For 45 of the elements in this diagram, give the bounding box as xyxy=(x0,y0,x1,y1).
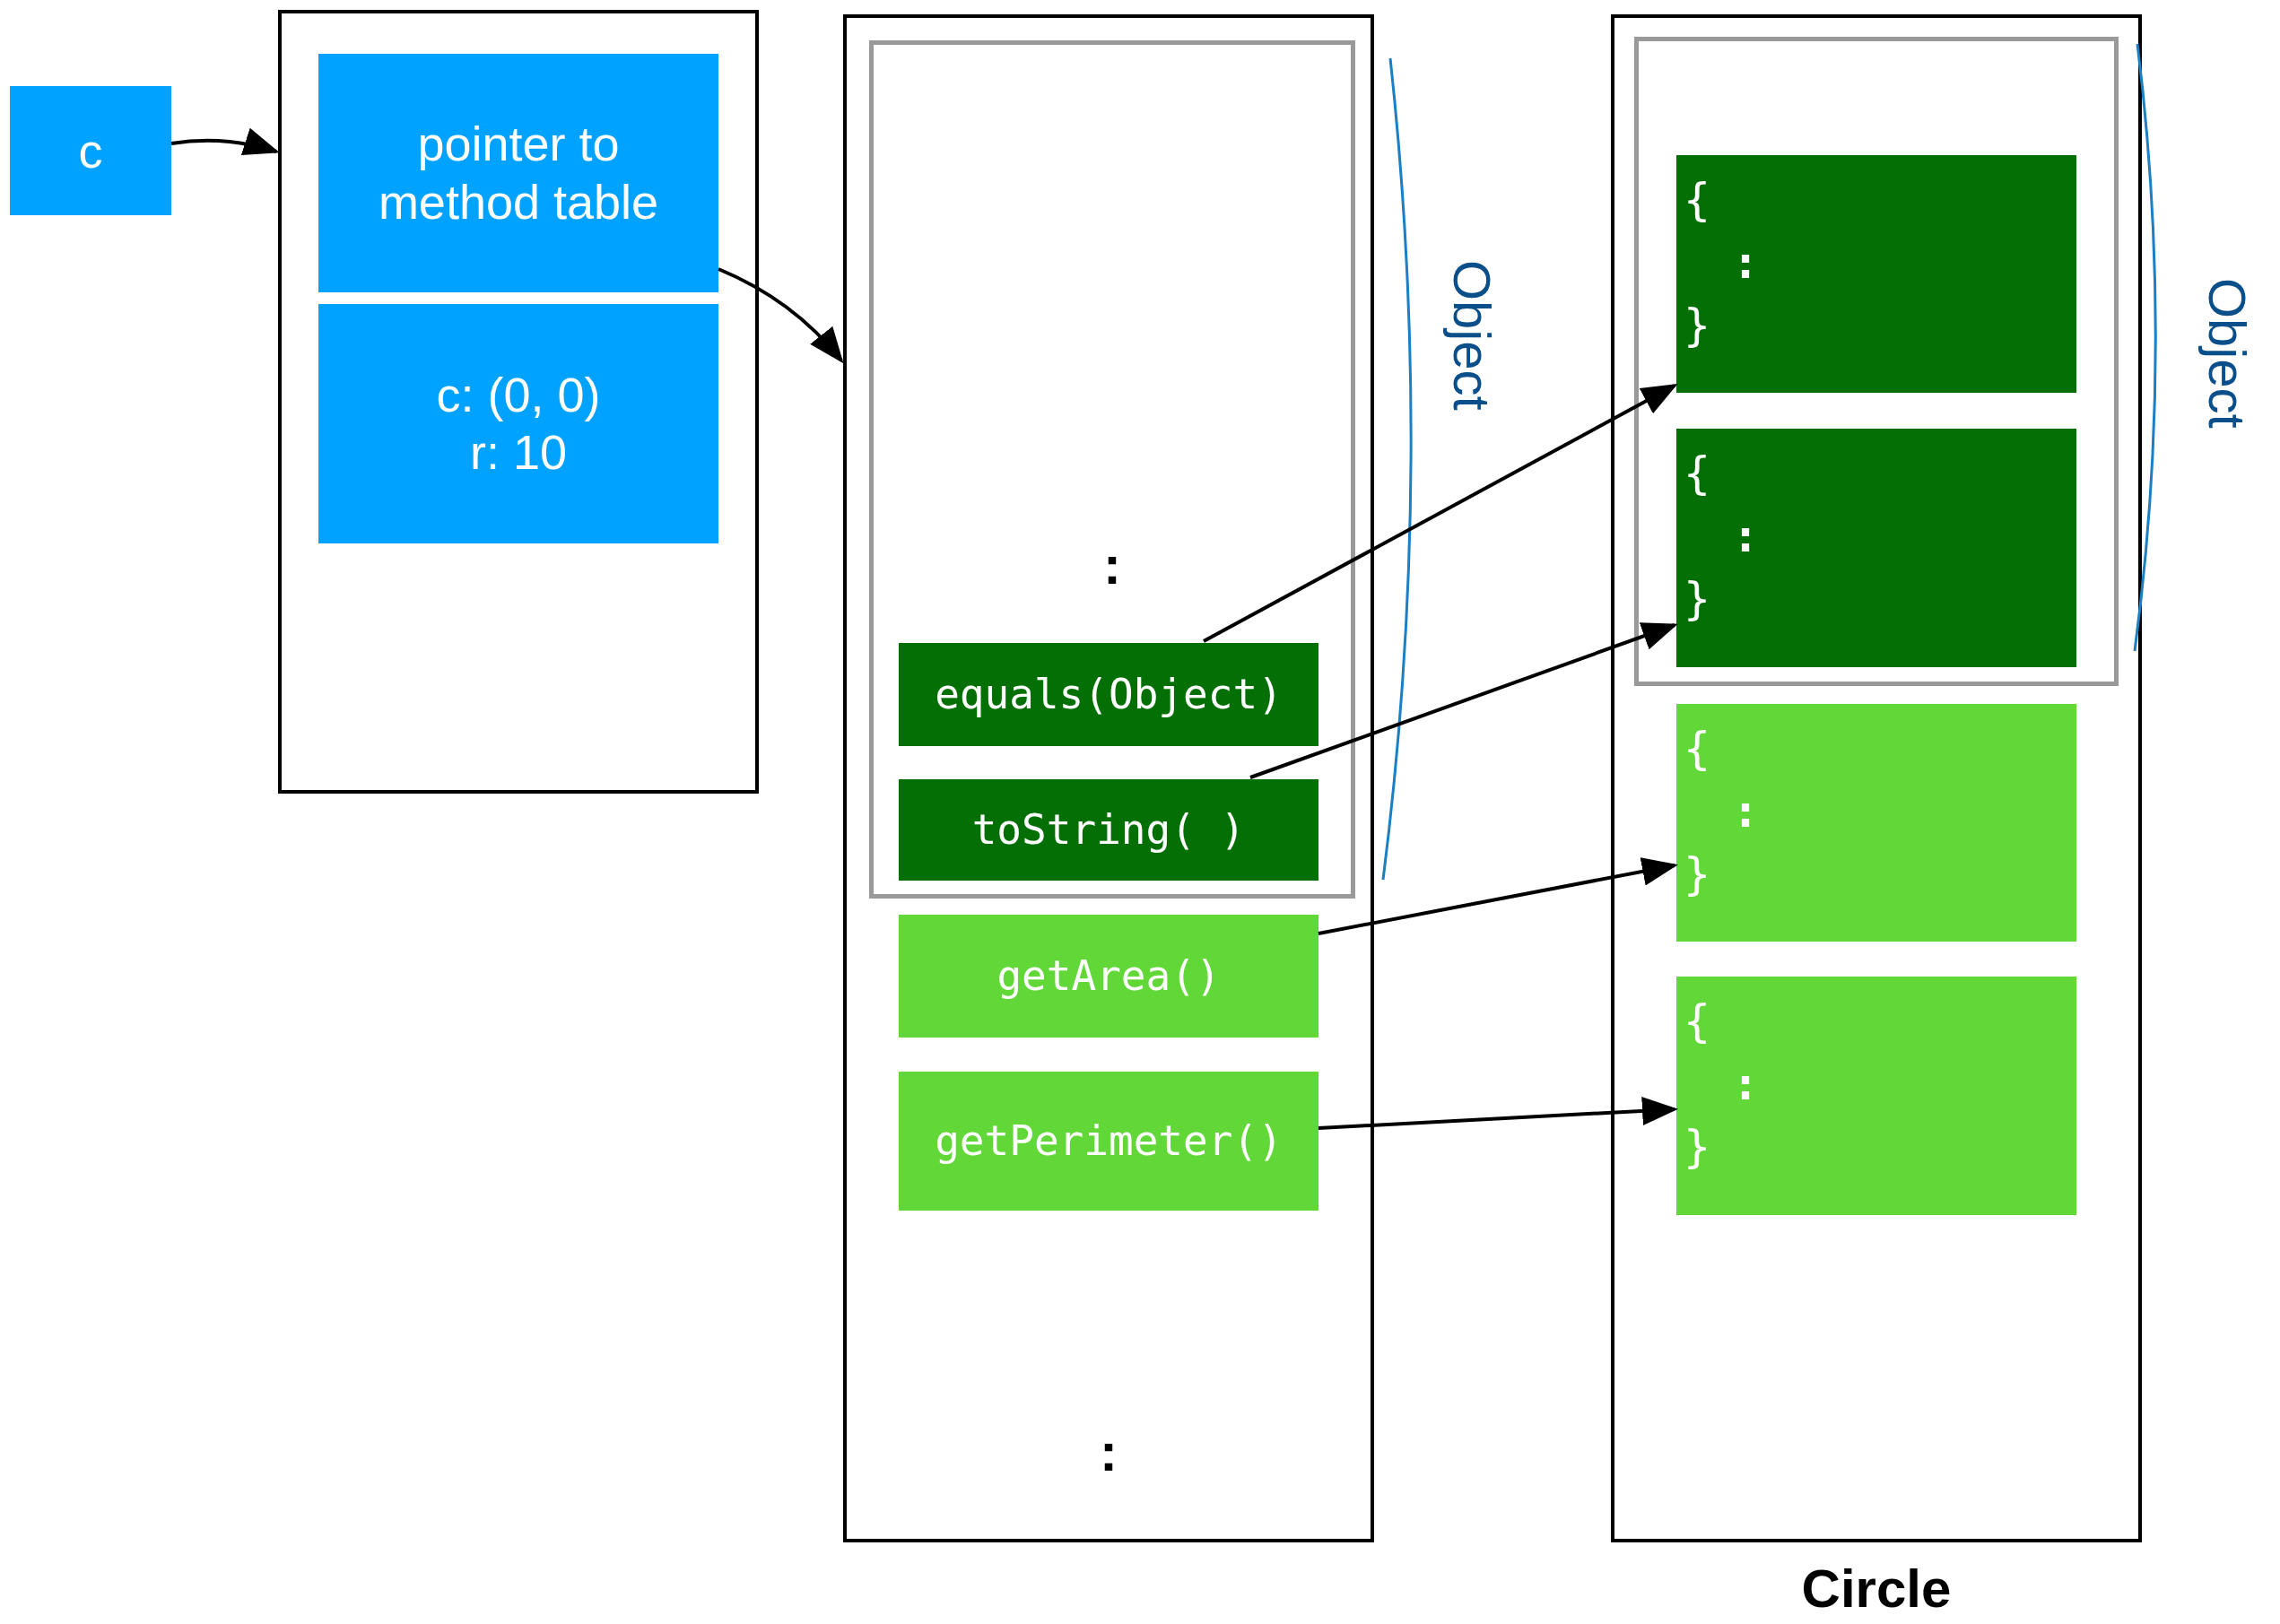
code-block xyxy=(1676,977,2076,1215)
ellipsis: c xyxy=(77,122,104,179)
code-brace: } xyxy=(1684,299,1711,352)
method-entry xyxy=(899,1072,1318,1211)
arrow xyxy=(718,267,844,364)
box-label: c: (0, 0) r: 10 xyxy=(435,366,602,482)
code-brace: { xyxy=(1684,447,1711,500)
ellipsis: : xyxy=(1732,785,1760,838)
code-brace: { xyxy=(1684,173,1711,227)
code-brace: } xyxy=(1684,1120,1711,1174)
method-entry xyxy=(899,643,1318,746)
inherited-region xyxy=(1634,37,2119,686)
method-entry xyxy=(899,779,1318,881)
memory-cell xyxy=(10,86,171,215)
block-title: Circle xyxy=(1801,1558,1952,1620)
code-block xyxy=(1676,429,2076,667)
method-entry xyxy=(899,915,1318,1038)
box-label: getArea() xyxy=(996,951,1222,1002)
arrow xyxy=(170,128,280,156)
box-label: toString( ) xyxy=(970,804,1247,855)
ellipsis: : xyxy=(1732,236,1760,290)
bracket-label: Object xyxy=(1442,260,1502,411)
box-label: getPerimeter() xyxy=(934,1116,1284,1167)
bracket-label: Object xyxy=(2197,278,2258,429)
ellipsis: : xyxy=(1100,1421,1118,1484)
code-brace: } xyxy=(1684,847,1711,901)
code-brace: { xyxy=(1684,722,1711,776)
memory-cell xyxy=(318,54,718,292)
code-brace: { xyxy=(1684,994,1711,1048)
ellipsis: : xyxy=(1732,1057,1760,1111)
code-block xyxy=(1676,704,2076,942)
ellipsis: : xyxy=(1103,534,1121,597)
arrow xyxy=(1318,1096,1678,1130)
code-brace: } xyxy=(1684,572,1711,626)
arrow xyxy=(1318,857,1678,935)
box-label: equals(Object) xyxy=(934,669,1284,720)
box-label: pointer to method table xyxy=(377,116,660,230)
ellipsis: : xyxy=(1732,509,1760,563)
arrow xyxy=(1249,622,1678,779)
arrow xyxy=(1203,384,1678,643)
memory-block xyxy=(278,10,759,794)
inherited-region xyxy=(869,40,1355,899)
memory-block xyxy=(843,14,1374,1542)
memory-cell xyxy=(318,304,718,543)
code-block xyxy=(1676,155,2076,393)
